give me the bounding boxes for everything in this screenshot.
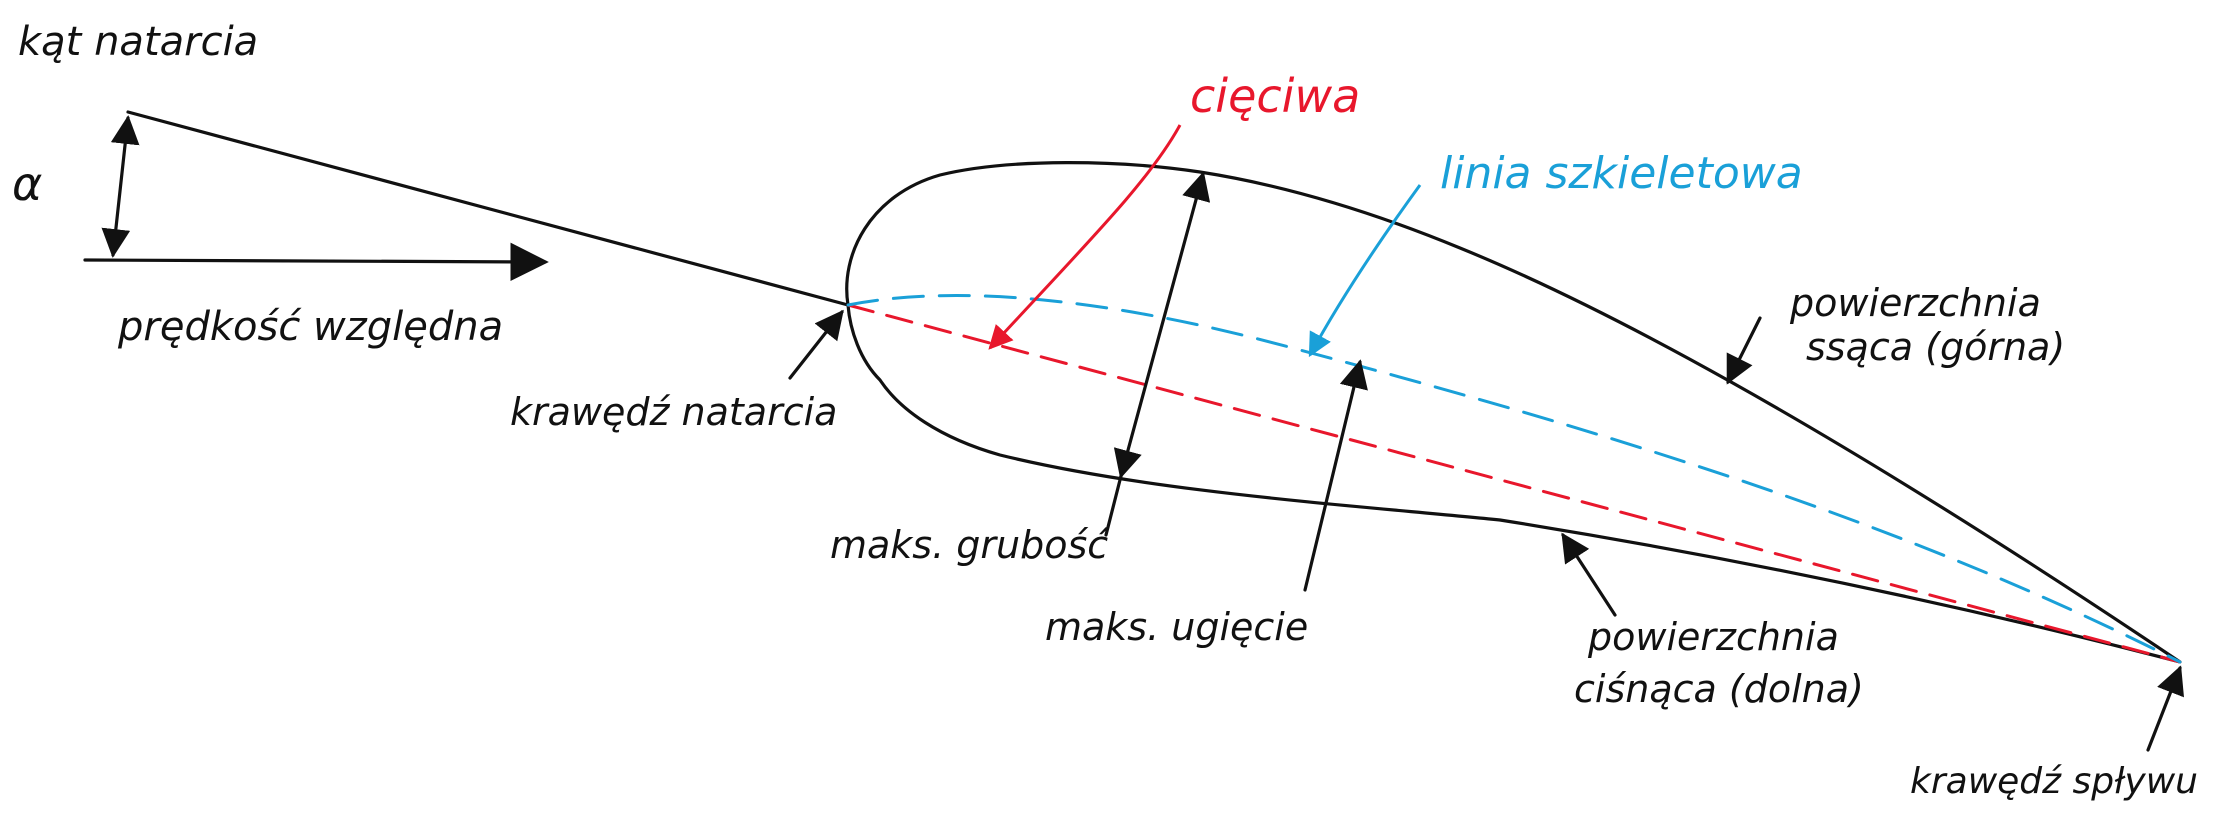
chord-label: cięciwa xyxy=(1190,69,1360,123)
leading-edge-label: krawędź natarcia xyxy=(510,390,837,434)
camber-line xyxy=(846,294,2182,664)
angle-alpha-arrow xyxy=(101,115,140,258)
chord-pointer xyxy=(988,124,1182,350)
relative-velocity-arrow xyxy=(83,242,549,282)
alpha-symbol: α xyxy=(12,157,42,211)
incidence-line xyxy=(126,110,850,307)
lower-surface-pointer xyxy=(1561,532,1617,617)
trailing-edge-pointer xyxy=(2146,665,2184,752)
airfoil-outline xyxy=(845,161,2182,664)
angle-of-attack-label: kąt natarcia xyxy=(18,19,258,65)
upper-surface-pointer xyxy=(1726,316,1762,385)
upper-surface-label-line2: ssąca (górna) xyxy=(1806,325,2065,369)
max-camber-label: maks. ugięcie xyxy=(1045,605,1308,649)
upper-surface-label-line1: powierzchnia xyxy=(1789,281,2041,325)
camber-line-label: linia szkieletowa xyxy=(1440,148,1803,199)
leading-edge-pointer xyxy=(788,309,844,380)
max-thickness-label: maks. grubość xyxy=(830,523,1110,567)
relative-velocity-label: prędkość względna xyxy=(117,304,503,350)
max-thickness-arrow xyxy=(1113,171,1211,479)
lower-surface-label-line2: ciśnąca (dolna) xyxy=(1574,667,1864,711)
trailing-edge-label: krawędź spływu xyxy=(1910,761,2198,802)
max-thickness-leader xyxy=(1104,474,1123,537)
camber-pointer xyxy=(1308,184,1422,358)
chord-line xyxy=(846,303,2182,664)
lower-surface-label-line1: powierzchnia xyxy=(1587,615,1839,659)
max-camber-arrow xyxy=(1303,359,1368,592)
